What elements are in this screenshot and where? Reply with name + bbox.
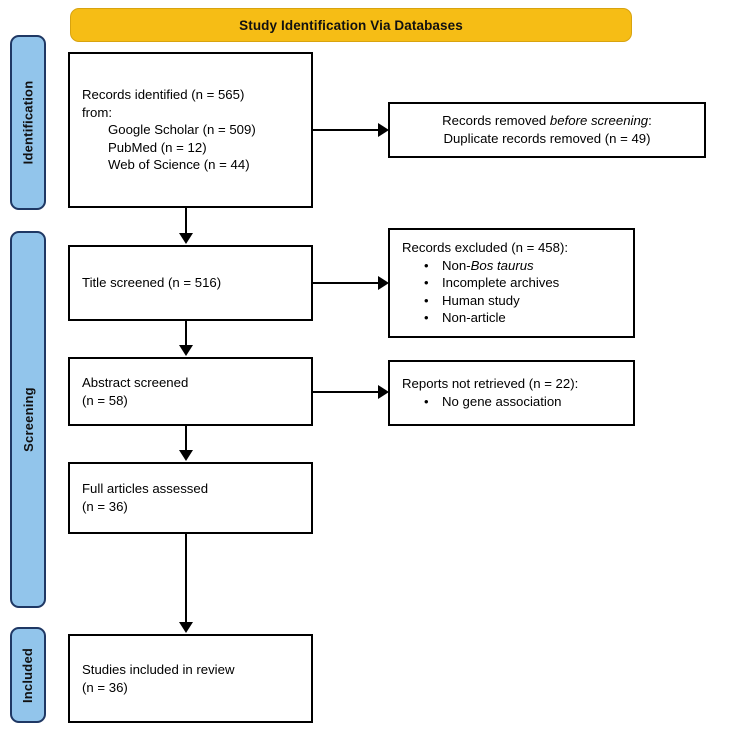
duplicate-records-removed: Duplicate records removed (n = 49) (443, 131, 651, 146)
title-screened-count: Title screened (n = 516) (82, 275, 222, 291)
excluded-reason-non-bos-taurus: Non-Bos taurus (442, 257, 534, 275)
abstract-screened-count: (n = 58) (82, 392, 128, 408)
connector-fulltext-to-included (185, 534, 187, 624)
bullet-icon: • (424, 275, 429, 291)
full-articles-label: Full articles assessed (82, 481, 209, 497)
excluded-reason-item: • Incomplete archives (402, 274, 621, 292)
records-removed-heading-prefix: Records removed (442, 113, 550, 129)
arrowhead-right-icon (378, 123, 389, 137)
connector-abstract-to-fulltext (185, 426, 187, 452)
stage-bar-identification: Identification (10, 35, 46, 210)
stage-bar-included: Included (10, 627, 46, 723)
bullet-icon: • (424, 292, 429, 308)
records-removed-heading-emphasis: before screening (549, 113, 649, 129)
records-identified-from-label: from: (82, 104, 113, 120)
excluded-reason-item: • Non-article (402, 309, 621, 327)
box-title-screened: Title screened (n = 516) (68, 245, 313, 321)
page-title: Study Identification Via Databases (239, 17, 463, 33)
bullet-icon: • (424, 257, 429, 273)
source-pubmed: PubMed (n = 12) (108, 139, 207, 155)
excluded-reason-human-study: Human study (442, 292, 520, 308)
records-removed-heading: Records removed before screening: (402, 112, 692, 130)
arrowhead-right-icon (378, 276, 389, 290)
excluded-reason-prefix: Non- (442, 257, 471, 273)
box-records-identified: Records identified (n = 565) from: Googl… (68, 52, 313, 208)
connector-identified-to-removed (313, 129, 380, 131)
connector-title-to-excluded (313, 282, 380, 284)
diagram-header-banner: Study Identification Via Databases (70, 8, 632, 42)
not-retrieved-reason-item: • No gene association (402, 393, 621, 411)
excluded-reason-item: • Human study (402, 292, 621, 310)
source-google-scholar: Google Scholar (n = 509) (108, 122, 256, 138)
records-removed-heading-suffix: : (648, 113, 652, 129)
stage-label-included: Included (20, 647, 36, 703)
stage-label-screening: Screening (20, 387, 36, 452)
box-full-articles-assessed: Full articles assessed (n = 36) (68, 462, 313, 534)
connector-title-to-abstract (185, 321, 187, 347)
excluded-reason-non-article: Non-article (442, 310, 506, 326)
records-identified-count: Records identified (n = 565) (82, 87, 245, 103)
bullet-icon: • (424, 394, 429, 409)
studies-included-label: Studies included in review (82, 661, 235, 677)
reports-not-retrieved-heading: Reports not retrieved (n = 22): (402, 376, 579, 392)
box-records-removed: Records removed before screening: Duplic… (388, 102, 706, 158)
arrowhead-down-icon (179, 450, 193, 461)
excluded-reason-item: • Non-Bos taurus (402, 257, 621, 275)
box-reports-not-retrieved: Reports not retrieved (n = 22): • No gen… (388, 360, 635, 426)
stage-label-identification: Identification (20, 80, 36, 165)
arrowhead-down-icon (179, 345, 193, 356)
arrowhead-right-icon (378, 385, 389, 399)
stage-bar-screening: Screening (10, 231, 46, 608)
excluded-reason-species: Bos taurus (470, 257, 534, 273)
box-abstract-screened: Abstract screened (n = 58) (68, 357, 313, 426)
box-studies-included: Studies included in review (n = 36) (68, 634, 313, 723)
box-records-excluded: Records excluded (n = 458): • Non-Bos ta… (388, 228, 635, 338)
studies-included-count: (n = 36) (82, 679, 128, 695)
connector-abstract-to-not-retrieved (313, 391, 380, 393)
bullet-icon: • (424, 310, 429, 326)
arrowhead-down-icon (179, 622, 193, 633)
source-web-of-science: Web of Science (n = 44) (108, 157, 250, 173)
abstract-screened-label: Abstract screened (82, 374, 189, 390)
arrowhead-down-icon (179, 233, 193, 244)
not-retrieved-reason-no-gene-association: No gene association (442, 394, 562, 409)
records-excluded-heading: Records excluded (n = 458): (402, 240, 569, 256)
full-articles-count: (n = 36) (82, 499, 128, 514)
connector-identified-to-title (185, 208, 187, 235)
excluded-reason-incomplete-archives: Incomplete archives (442, 275, 560, 291)
